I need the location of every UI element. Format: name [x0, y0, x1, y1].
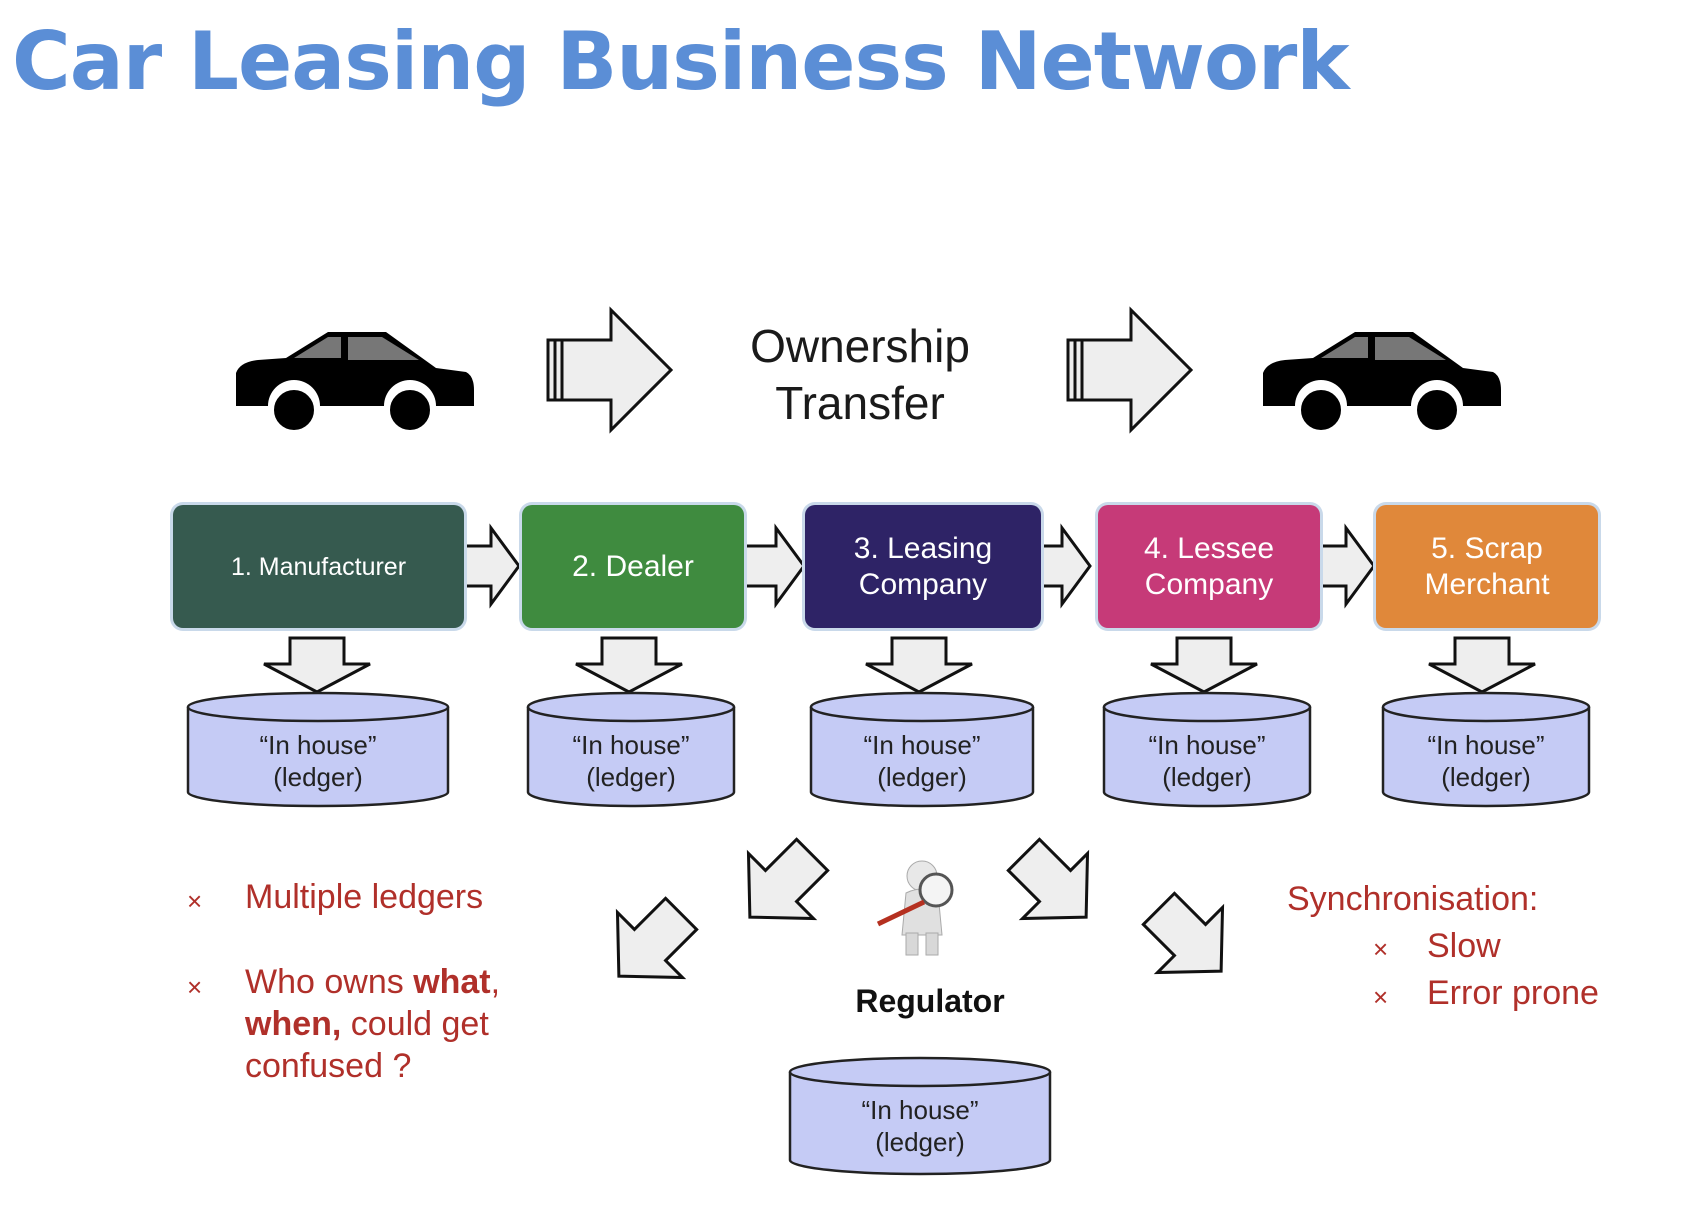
bullet-marker: × [1373, 982, 1389, 1012]
regulator-ledger-label: “In house” (ledger) [861, 1095, 979, 1157]
ledger-2 [526, 691, 736, 808]
note-error-prone: Error prone [1427, 974, 1599, 1012]
ledger-5 [1381, 691, 1591, 808]
ledger-cylinders [186, 691, 1591, 1176]
ownership-arrow-right [1066, 308, 1193, 432]
down-arrow-3 [864, 636, 974, 694]
note-bold: what [413, 963, 491, 1001]
ledger-1 [186, 691, 450, 808]
note-who-owns: Who owns what, when, could get confused … [245, 961, 575, 1087]
regulator-label: Regulator [855, 983, 1005, 1019]
stage-dealer: 2. Dealer [522, 505, 744, 628]
flow-arrow-2-3 [740, 526, 806, 606]
ledger-3 [809, 691, 1035, 808]
stage-scrap-merchant: 5. Scrap Merchant [1376, 505, 1598, 628]
stage-manufacturer: 1. Manufacturer [173, 505, 464, 628]
flow-arrow-1-2 [455, 526, 521, 606]
ledger-label-1: “In house” (ledger) [259, 730, 377, 792]
stage-label: 3. Leasing Company [853, 531, 993, 601]
stage-label: 4. Lessee Company [1143, 531, 1275, 601]
down-arrow-1 [262, 636, 372, 694]
note-text: Who owns [245, 963, 414, 1001]
note-bold: when, [245, 1005, 342, 1043]
stage-lessee-company: 4. Lessee Company [1098, 505, 1320, 628]
diag-arrow-2 [584, 879, 716, 1011]
down-arrow-4 [1149, 636, 1259, 694]
flow-arrow-4-5 [1310, 526, 1376, 606]
diag-arrow-4 [1124, 874, 1256, 1006]
stage-label: 2. Dealer [572, 549, 694, 583]
note-synchronisation-heading: Synchronisation: [1287, 880, 1539, 918]
page-title: Car Leasing Business Network [12, 15, 1350, 108]
note-slow: Slow [1427, 927, 1501, 965]
ledger-label-4: “In house” (ledger) [1148, 730, 1266, 792]
stage-label: 5. Scrap Merchant [1424, 531, 1550, 601]
ownership-arrow-left [546, 308, 673, 432]
stage-leasing-company: 3. Leasing Company [805, 505, 1041, 628]
stage-label: 1. Manufacturer [230, 552, 407, 581]
diag-arrow-3 [989, 820, 1121, 952]
ledger-regulator [788, 1056, 1052, 1176]
note-multiple-ledgers: Multiple ledgers [245, 878, 484, 916]
ledger-label-3: “In house” (ledger) [863, 730, 981, 792]
ledger-4 [1102, 691, 1312, 808]
car-icon-left [234, 330, 476, 434]
down-arrow-2 [574, 636, 684, 694]
car-icon-right [1261, 330, 1503, 434]
bullet-marker: × [1373, 934, 1389, 964]
ledger-label-5: “In house” (ledger) [1427, 730, 1545, 792]
diag-arrow-1 [715, 820, 847, 952]
down-arrow-5 [1427, 636, 1537, 694]
regulator-magnifier-icon [876, 860, 954, 956]
bullet-marker: × [187, 886, 203, 916]
ownership-transfer-label: Ownership Transfer [750, 320, 970, 429]
note-text: , [490, 963, 501, 1001]
ledger-label-2: “In house” (ledger) [572, 730, 690, 792]
note-text: could get confused ? [245, 1005, 489, 1085]
bullet-marker: × [187, 972, 203, 1002]
